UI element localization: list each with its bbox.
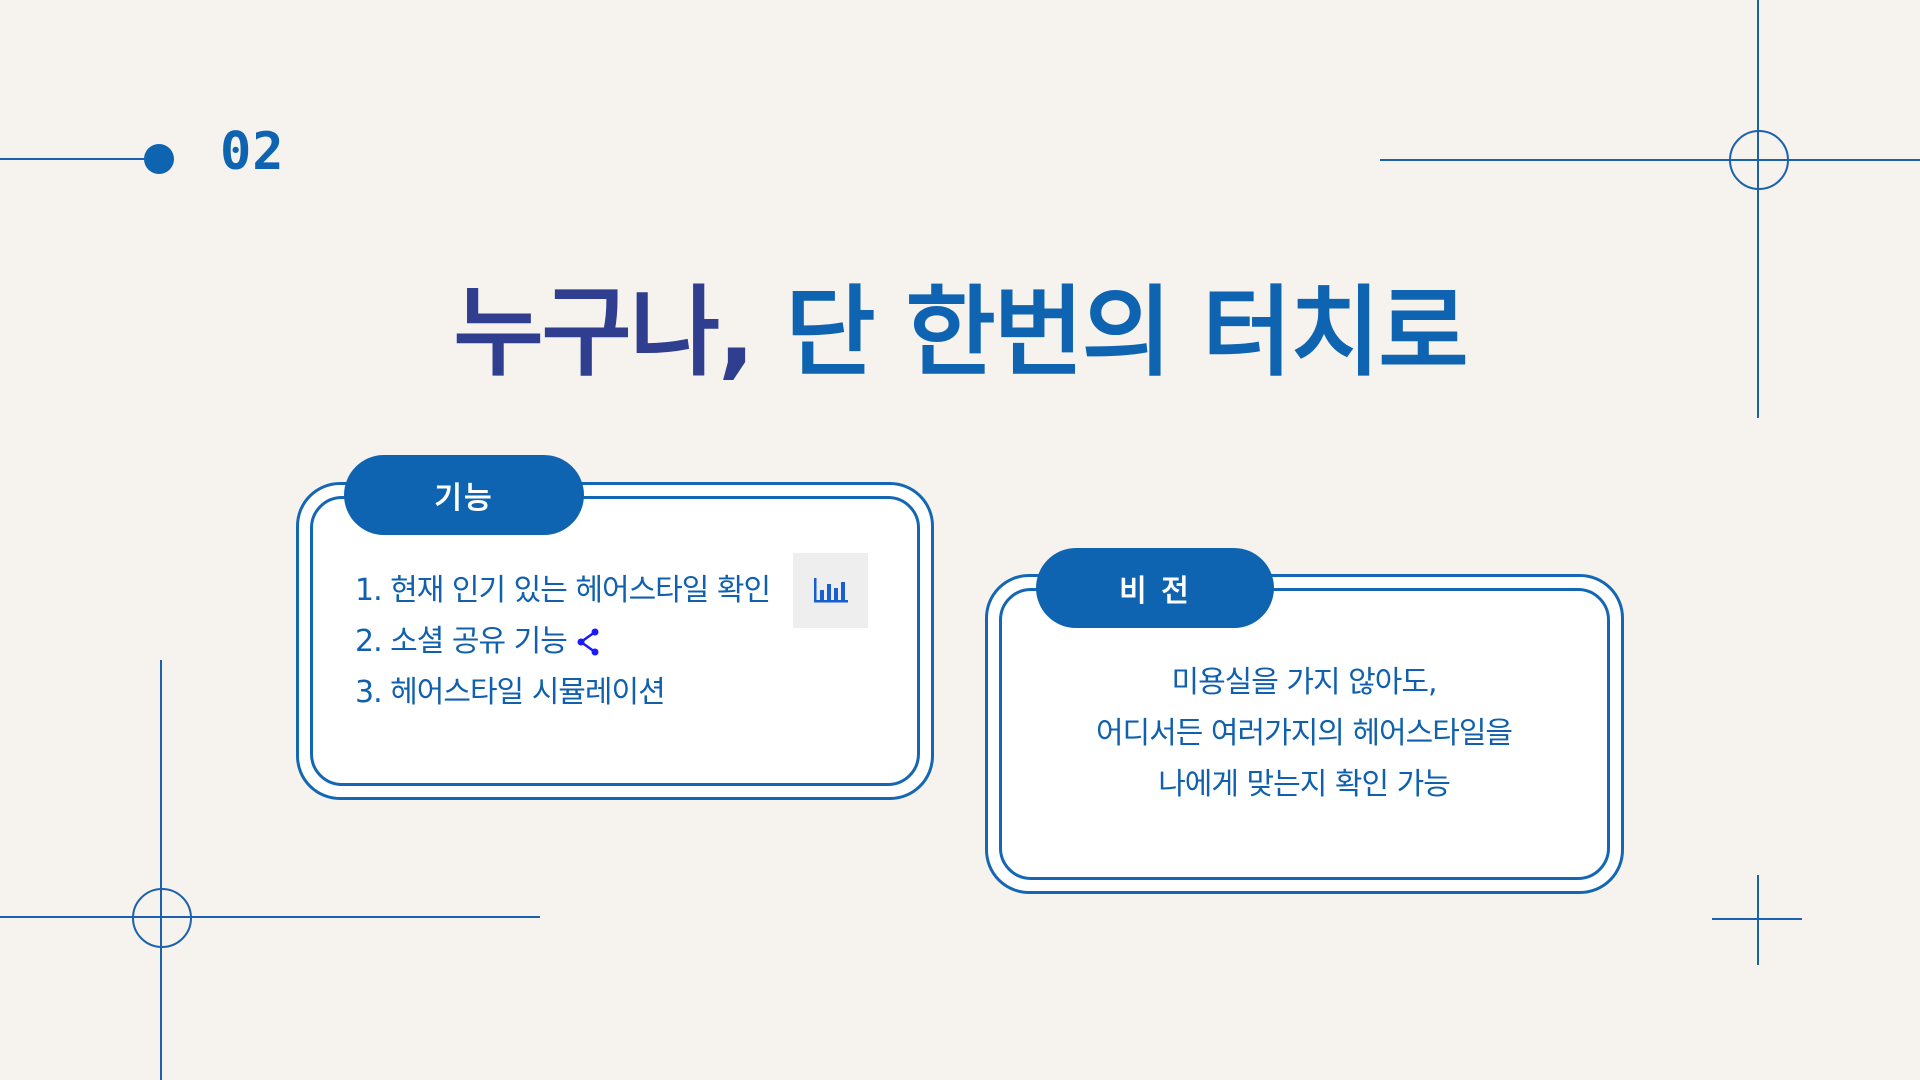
vision-card-inner: [999, 588, 1610, 880]
title-part-1: 누구나,: [453, 276, 755, 390]
bottom-left-vertical-line: [160, 660, 162, 1080]
top-left-line: [0, 158, 145, 160]
bar-chart-icon-box: [793, 553, 868, 628]
top-right-crosshair-circle: [1729, 130, 1789, 190]
share-icon: [577, 628, 599, 655]
page-title: 누구나, 단 한번의 터치로: [0, 279, 1920, 388]
bar-chart-icon: [813, 577, 848, 602]
section-number: 02: [220, 122, 285, 182]
vision-line-2: 어디서든 여러가지의 헤어스타일을: [1095, 716, 1513, 751]
feature-item-1: 1. 현재 인기 있는 헤어스타일 확인: [355, 565, 771, 616]
vision-description: 미용실을 가지 않아도, 어디서든 여러가지의 헤어스타일을 나에게 맞는지 확…: [1004, 657, 1604, 810]
feature-card-tab: 기능: [344, 455, 584, 535]
feature-item-label: 3. 헤어스타일 시뮬레이션: [355, 675, 666, 710]
top-right-vertical-line: [1757, 0, 1759, 418]
bottom-right-plus-vertical: [1757, 875, 1759, 965]
feature-list: 1. 현재 인기 있는 헤어스타일 확인 2. 소셜 공유 기능 3. 헤어스타…: [355, 565, 771, 718]
vision-line-1: 미용실을 가지 않아도,: [1171, 665, 1437, 700]
feature-item-label: 2. 소셜 공유 기능: [355, 624, 568, 659]
bottom-left-horizontal-line: [0, 916, 540, 918]
bottom-left-crosshair-circle: [132, 888, 192, 948]
top-right-horizontal-line: [1380, 159, 1920, 161]
feature-item-label: 1. 현재 인기 있는 헤어스타일 확인: [355, 573, 771, 608]
feature-item-2: 2. 소셜 공유 기능: [355, 616, 770, 667]
feature-item-3: 3. 헤어스타일 시뮬레이션: [355, 667, 770, 718]
vision-card-tab: 비 전: [1036, 548, 1274, 628]
title-part-2: 단 한번의 터치로: [785, 276, 1468, 390]
vision-line-3: 나에게 맞는지 확인 가능: [1158, 767, 1451, 802]
section-dot: [144, 144, 174, 174]
feature-card-inner: [310, 496, 920, 786]
